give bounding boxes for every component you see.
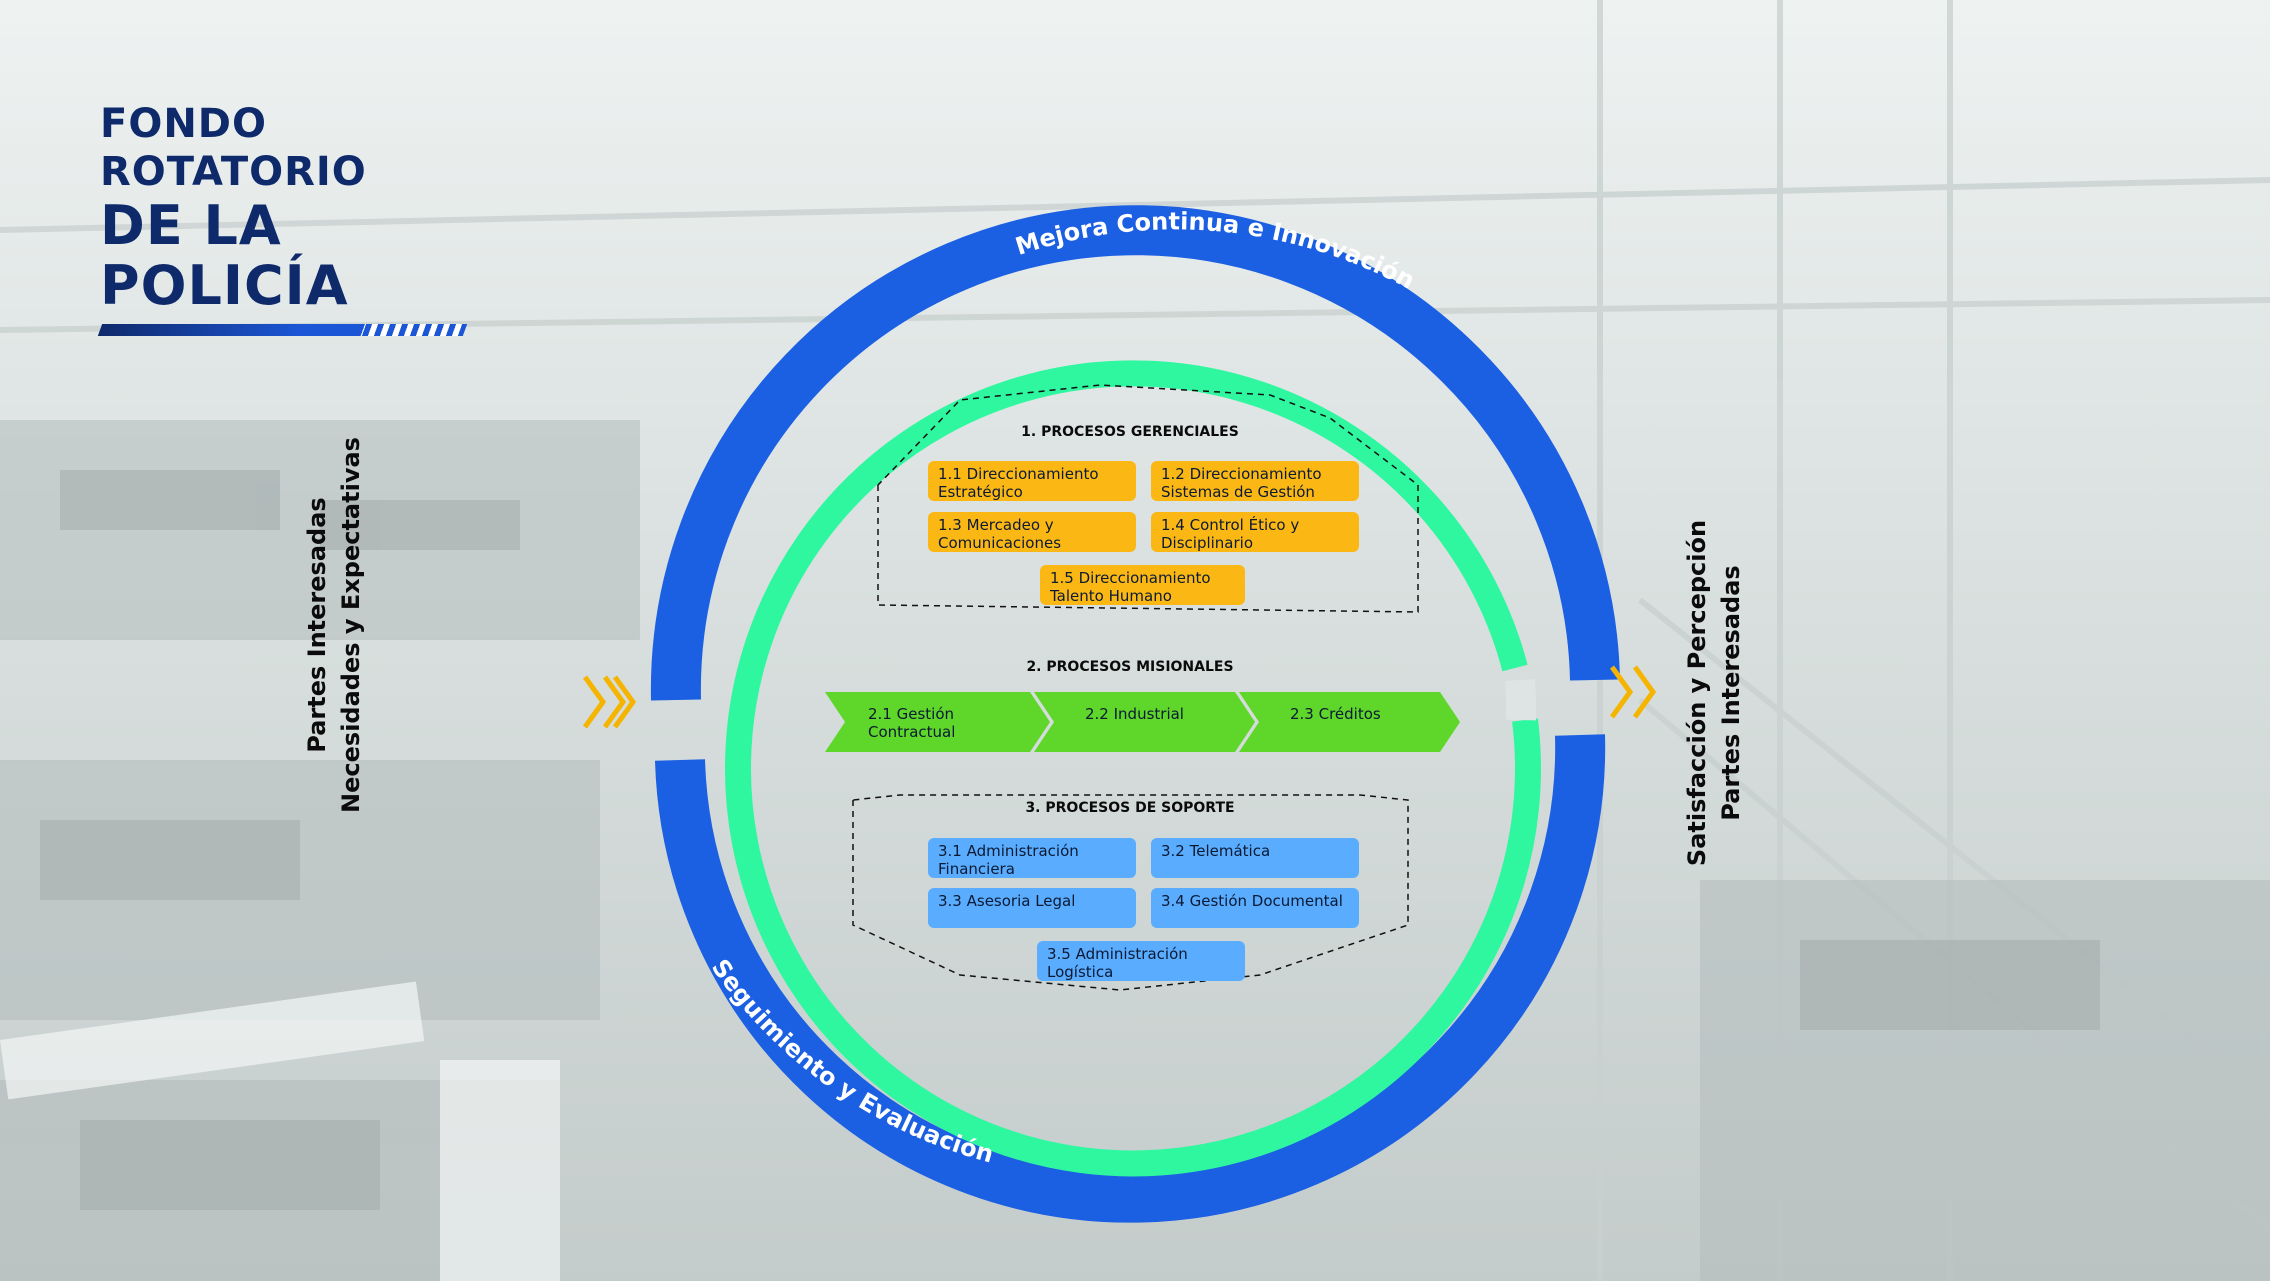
- soporte-title: 3. PROCESOS DE SOPORTE: [1025, 800, 1235, 816]
- output-arrows: [1609, 665, 1657, 719]
- fondo-rotatorio-logo: FONDO ROTATORIO DE LA POLICÍA: [97, 100, 480, 336]
- soporte-box-3-1: 3.1 Administración Financiera: [928, 838, 1136, 878]
- soporte-box-3-3: 3.3 Asesoria Legal: [928, 888, 1136, 928]
- outputs-line-1: Satisfacción y Percepción: [1683, 519, 1711, 867]
- inputs-line-1: Partes Interesadas: [303, 497, 331, 753]
- soporte-box-3-5: 3.5 Administración Logística: [1037, 941, 1245, 981]
- misionales-title: 2. PROCESOS MISIONALES: [1026, 659, 1234, 675]
- gerencial-box-1-2: 1.2 Direccionamiento Sistemas de Gestión: [1151, 461, 1359, 501]
- outputs-line-2: Partes Interesadas: [1717, 565, 1745, 821]
- logo-line-1: FONDO ROTATORIO: [100, 101, 367, 195]
- chevron-2-2: [1034, 692, 1255, 752]
- chevron-2-1-label: 2.1 Gestión Contractual: [868, 705, 956, 741]
- chevron-2-1: [825, 692, 1050, 752]
- gerencial-box-1-1: 1.1 Direccionamiento Estratégico: [928, 461, 1136, 501]
- gerencial-box-1-5: 1.5 Direccionamiento Talento Humano: [1040, 565, 1245, 605]
- inputs-line-2: Necesidades y Expectativas: [337, 437, 365, 813]
- inputs-label: Partes Interesadas Necesidades y Expecta…: [300, 395, 380, 855]
- inner-ring-top-arc: [724, 360, 1541, 1177]
- gerenciales-dashed-frame: [877, 384, 1419, 613]
- outputs-label: Satisfacción y Percepción Partes Interes…: [1680, 483, 1760, 903]
- gerencial-box-1-4: 1.4 Control Ético y Disciplinario: [1151, 512, 1359, 552]
- soporte-box-3-2: 3.2 Telemática: [1151, 838, 1359, 878]
- outer-ring-top-arc: [650, 205, 1620, 701]
- outer-ring-bottom-arc: [655, 734, 1606, 1223]
- chevron-2-3-label: 2.3 Créditos: [1290, 705, 1381, 723]
- chevron-2-3: [1239, 692, 1460, 752]
- chevron-2-2-label: 2.2 Industrial: [1085, 705, 1184, 723]
- gerenciales-title: 1. PROCESOS GERENCIALES: [1021, 424, 1239, 440]
- logo-line-2: DE LA POLICÍA: [100, 194, 349, 317]
- input-arrows: [582, 675, 637, 729]
- inner-ring-gap-cover: [1505, 678, 1537, 721]
- soporte-dashed-frame: [852, 794, 1409, 991]
- gerencial-box-1-3: 1.3 Mercadeo y Comunicaciones: [928, 512, 1136, 552]
- soporte-box-3-4: 3.4 Gestión Documental: [1151, 888, 1359, 928]
